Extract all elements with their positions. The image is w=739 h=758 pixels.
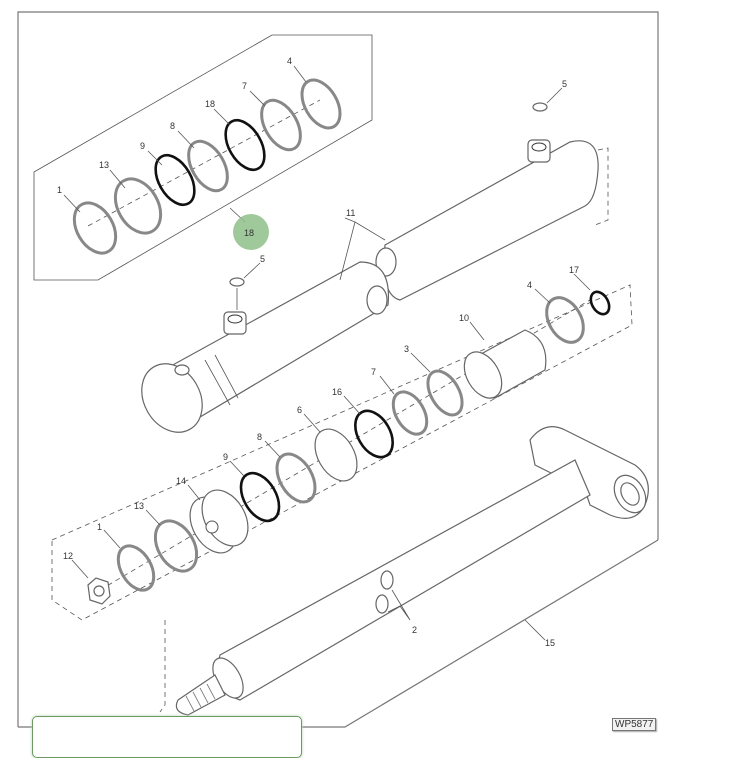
highlighted-callout-marker[interactable] bbox=[233, 214, 269, 250]
callout-9: 9 bbox=[223, 452, 228, 462]
kit-callout-9: 9 bbox=[140, 141, 145, 151]
kit-callout-13: 13 bbox=[99, 160, 109, 170]
callout-15: 15 bbox=[545, 638, 555, 648]
kit-parts bbox=[72, 78, 342, 255]
callout-5-top: 5 bbox=[562, 79, 567, 89]
callout-8: 8 bbox=[257, 432, 262, 442]
callout-10: 10 bbox=[459, 313, 469, 323]
piston-group-box bbox=[51, 284, 633, 621]
callout-14: 14 bbox=[176, 476, 186, 486]
kit-callout-7: 7 bbox=[242, 81, 247, 91]
callout-3: 3 bbox=[404, 344, 409, 354]
callout-6: 6 bbox=[297, 405, 302, 415]
callout-11: 11 bbox=[346, 208, 355, 218]
kit-leaders bbox=[63, 65, 307, 223]
highlighted-callout[interactable]: 18 bbox=[244, 228, 254, 238]
callout-7: 7 bbox=[371, 367, 376, 377]
piston-parts bbox=[87, 290, 611, 605]
diagram-code-label: WP5877 bbox=[612, 718, 657, 731]
piston-rod bbox=[159, 426, 649, 716]
callout-17: 17 bbox=[569, 265, 579, 275]
callout-2: 2 bbox=[412, 625, 417, 635]
cylinder-barrel bbox=[141, 139, 609, 433]
callout-13: 13 bbox=[134, 501, 144, 511]
callout-5-mid: 5 bbox=[260, 254, 265, 264]
bottom-action-button[interactable] bbox=[32, 716, 302, 758]
kit-callout-4: 4 bbox=[287, 56, 292, 66]
seal-kit-box bbox=[33, 34, 373, 281]
kit-callout-8: 8 bbox=[170, 121, 175, 131]
callout-12: 12 bbox=[63, 551, 73, 561]
diagram-frame bbox=[17, 11, 659, 727]
kit-callout-1: 1 bbox=[57, 185, 62, 195]
callout-16: 16 bbox=[332, 387, 342, 397]
callout-4: 4 bbox=[527, 280, 532, 290]
callout-1: 1 bbox=[97, 522, 102, 532]
kit-callout-18: 18 bbox=[205, 99, 215, 109]
